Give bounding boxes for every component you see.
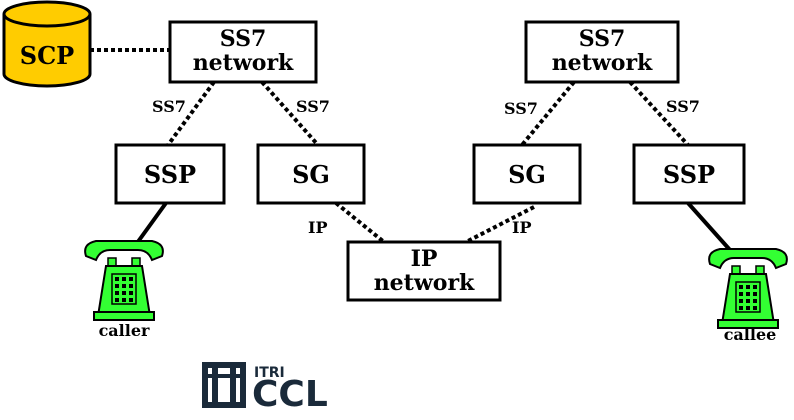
sg-left: SG	[256, 143, 366, 205]
ss7-right-line1: SS7	[579, 26, 626, 52]
scp-database: SCP	[2, 0, 92, 88]
ssp-right: SSP	[632, 143, 746, 205]
ss7-network-right: SS7 network	[524, 20, 680, 84]
link-ss7-sg-left	[260, 80, 320, 147]
ip-network-line1: IP	[411, 246, 438, 272]
link-ss7-ssp-right	[628, 80, 690, 147]
callee-label: callee	[724, 325, 777, 344]
links	[90, 48, 690, 244]
sg-right-label: SG	[508, 160, 546, 189]
link-label-ip-left: IP	[308, 218, 328, 237]
logo-itri-text: ITRI	[254, 365, 285, 381]
ss7-network-left: SS7 network	[168, 20, 318, 84]
ss7-right-line2: network	[552, 50, 653, 76]
link-label-ss7-b: SS7	[296, 97, 330, 116]
ip-network: IP network	[346, 240, 502, 302]
ss7-left-line2: network	[193, 50, 294, 76]
caller-label: caller	[99, 321, 150, 340]
ip-network-line2: network	[374, 270, 475, 296]
sg-left-label: SG	[292, 160, 330, 189]
link-label-ip-right: IP	[512, 218, 532, 237]
link-label-ss7-a: SS7	[152, 97, 186, 116]
ssp-right-label: SSP	[663, 160, 715, 189]
link-sg-right-ip	[465, 205, 535, 244]
ssp-left-label: SSP	[144, 160, 196, 189]
itri-logo-icon	[202, 362, 246, 408]
ssp-left: SSP	[114, 143, 226, 205]
telephone-icon	[708, 248, 788, 329]
link-ss7-ssp-left	[166, 80, 216, 147]
callee-phone: callee	[708, 248, 788, 344]
line-ssp-callee	[686, 201, 732, 252]
sg-right: SG	[472, 143, 582, 205]
link-label-ss7-c: SS7	[504, 99, 538, 118]
link-sg-left-ip	[334, 201, 386, 244]
ss7-left-line1: SS7	[220, 26, 267, 52]
link-label-ss7-d: SS7	[666, 97, 700, 116]
itri-ccl-logo: ITRI CCL	[202, 362, 328, 415]
scp-label: SCP	[20, 41, 74, 70]
telephone-icon	[84, 240, 164, 321]
caller-phone: caller	[84, 240, 164, 340]
logo-ccl-text: CCL	[252, 374, 328, 415]
